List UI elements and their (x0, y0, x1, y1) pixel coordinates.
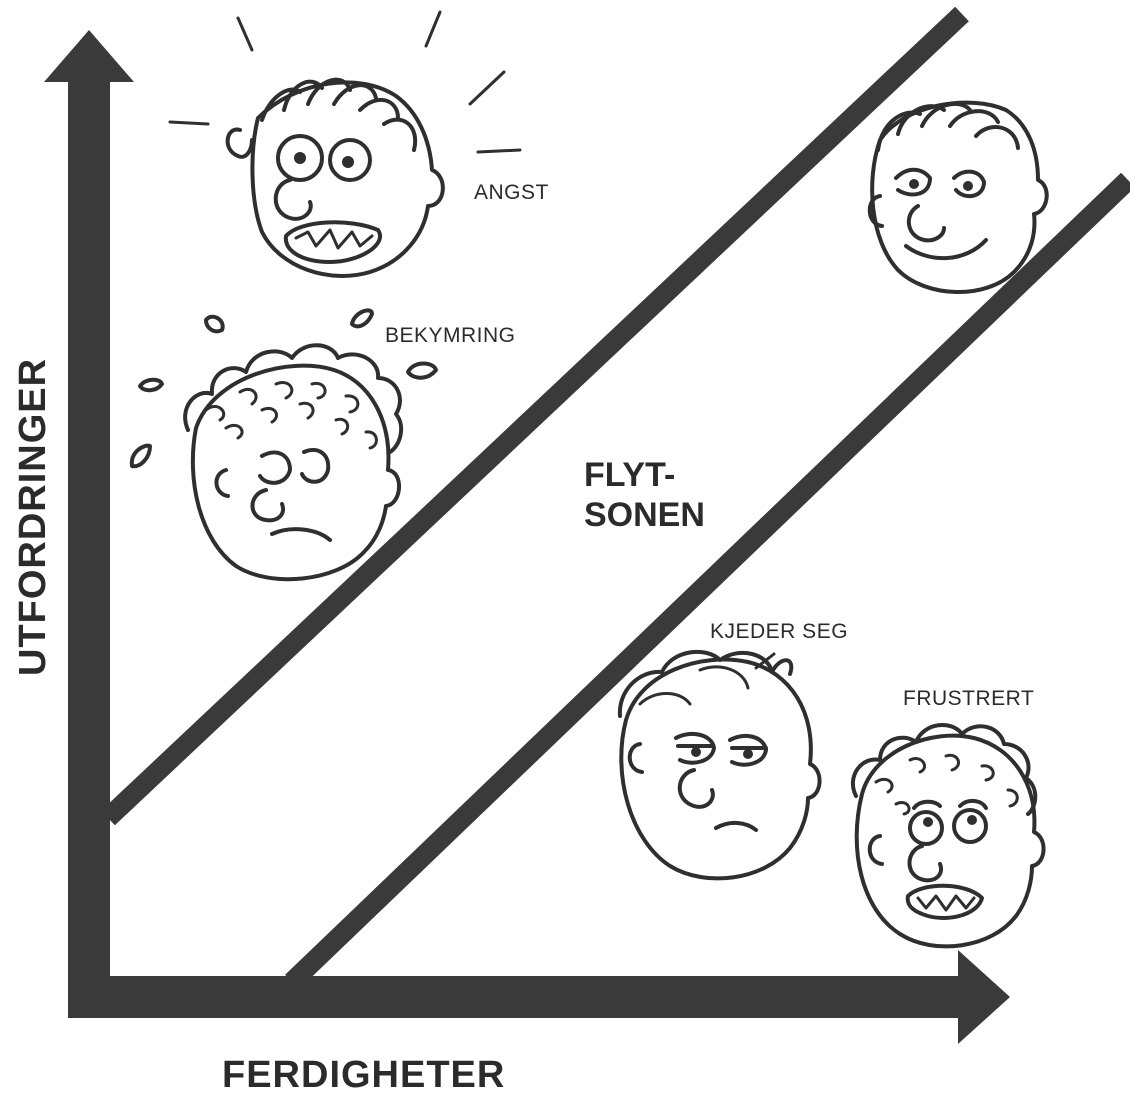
flow-zone-label-line1: FLYT- (584, 456, 676, 494)
y-axis-arrow (44, 30, 134, 1018)
x-axis-label: FERDIGHETER (222, 1054, 506, 1096)
bored-face-icon (617, 650, 822, 881)
worry-face-icon (129, 308, 438, 582)
flow-zone-label: FLYT- SONEN (584, 455, 705, 535)
worry-label: BEKYMRING (385, 324, 516, 347)
y-axis-label: UTFORDRINGER (12, 357, 54, 676)
upper-boundary-line (101, 6, 969, 826)
lower-boundary-line (285, 172, 1130, 990)
anxiety-face-icon (168, 10, 522, 278)
boredom-label: KJEDER SEG (710, 620, 849, 643)
anxiety-label: ANGST (474, 181, 549, 204)
x-axis-arrow (68, 950, 1010, 1044)
flow-zone-label-line2: SONEN (584, 496, 705, 534)
flow-face-icon (867, 100, 1049, 294)
frustrated-label: FRUSTRERT (903, 687, 1035, 710)
frustrated-face-icon (850, 722, 1046, 949)
